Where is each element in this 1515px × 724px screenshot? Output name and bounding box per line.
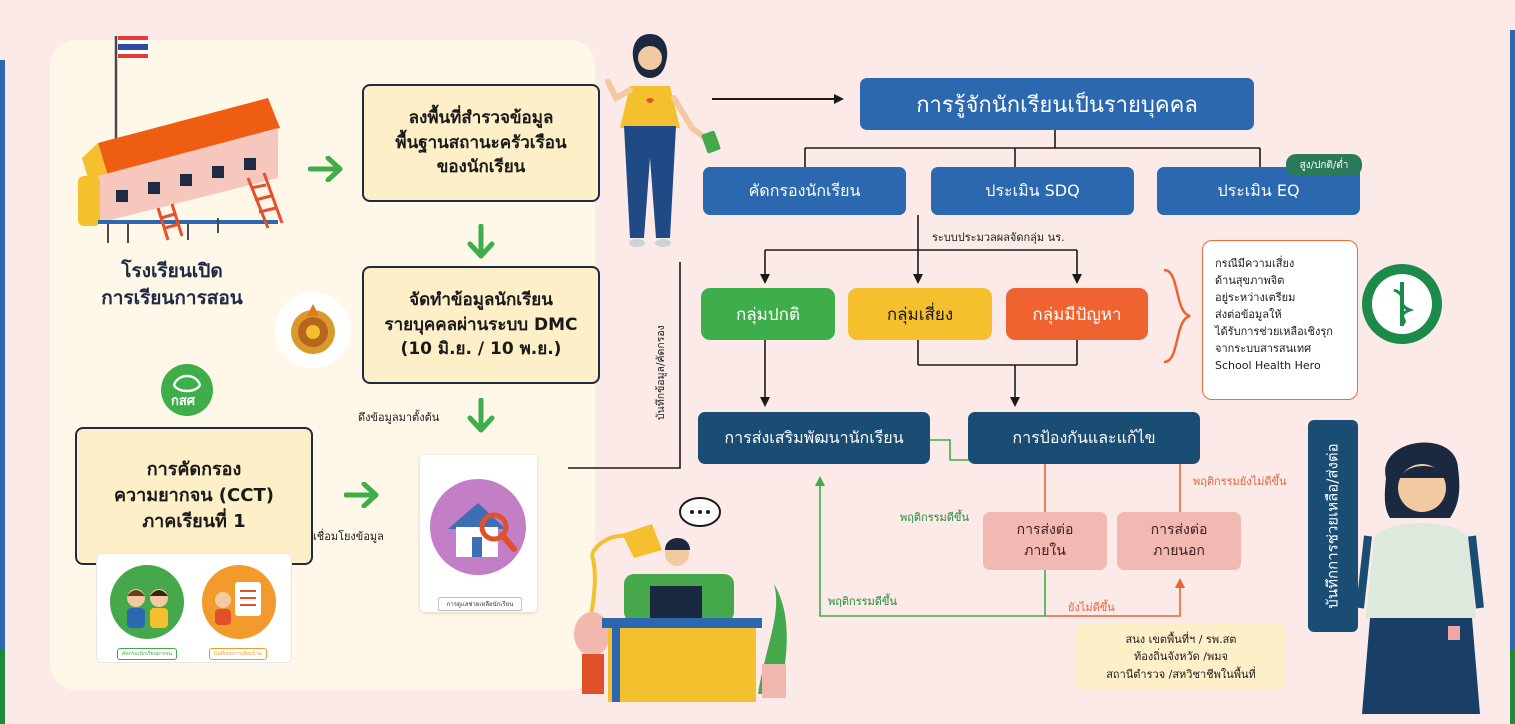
right-brace-icon — [1163, 268, 1191, 364]
teacher-illustration — [605, 34, 721, 247]
eq-box: ประเมิน EQ — [1157, 167, 1360, 215]
improved-label-2: พฤติกรรมดีขึ้น — [828, 595, 897, 608]
promote-box: การส่งเสริมพัฒนานักเรียน — [698, 412, 930, 464]
students-icon — [110, 565, 184, 639]
arrow-down-icon — [467, 224, 495, 259]
screen-box: คัดกรองนักเรียน — [703, 167, 906, 215]
school-title: โรงเรียนเปิด การเรียนการสอน — [101, 260, 243, 309]
not-improved-label: พฤติกรรมยังไม่ดีขึ้น — [1193, 475, 1287, 488]
arrow-right-icon — [344, 482, 379, 508]
house-search-icon — [430, 479, 526, 575]
record-help-text: บันทึกการช่วยเหลือ/ส่งต่อ — [1324, 443, 1343, 609]
gkas-logo-icon — [161, 364, 213, 416]
home-visit-caption: การดูแลช่วยเหลือนักเรียน — [438, 597, 522, 611]
orange-escalate — [1045, 578, 1185, 617]
record-help-bar: บันทึกการช่วยเหลือ/ส่งต่อ — [1308, 420, 1358, 632]
green-loop-bottom — [815, 476, 1046, 617]
cct-right-caption: บันทึกผลการเยี่ยมบ้าน — [209, 648, 267, 660]
obec-emblem-icon — [275, 292, 351, 368]
survey-box: ลงพื้นที่สำรวจข้อมูล พื้นฐานสถานะครัวเรื… — [362, 84, 600, 202]
gkas-logo-text: กสศ — [171, 394, 196, 409]
group-problem: กลุ่มมีปัญหา — [1006, 288, 1148, 340]
arrow-down-icon — [467, 398, 495, 433]
teacher-desk-illustration — [574, 497, 787, 702]
record-line — [568, 262, 681, 469]
risk-note: กรณีมีความเสี่ยง ด้านสุขภาพจิต อยู่ระหว่… — [1202, 240, 1358, 400]
refer-out-box: การส่งต่อ ภายนอก — [1117, 512, 1241, 570]
school-illustration — [78, 36, 284, 243]
right-edge-stripe — [1510, 30, 1515, 650]
prevent-box: การป้องกันและแก้ไข — [968, 412, 1200, 464]
sdq-box: ประเมิน SDQ — [931, 167, 1134, 215]
main-box: การรู้จักนักเรียนเป็นรายบุคคล — [860, 78, 1254, 130]
home-visit-card: การดูแลช่วยเหลือนักเรียน — [420, 455, 537, 612]
moph-emblem-icon — [1362, 264, 1442, 344]
arrow-right-icon — [308, 156, 343, 182]
group-risk: กลุ่มเสี่ยง — [848, 288, 992, 340]
dmc-box: จัดทำข้อมูลนักเรียน รายบุคคลผ่านระบบ DMC… — [362, 266, 600, 384]
record-screen-label: บันทึกข้อมูล/คัดกรอง — [655, 325, 667, 420]
agencies-box: สนง เขตพื้นที่ฯ / รพ.สต ท้องถิ่นจังหวัด … — [1076, 624, 1286, 690]
left-edge-green — [0, 650, 5, 724]
right-edge-green — [1510, 650, 1515, 724]
not-yet-improved-label: ยังไม่ดีขึ้น — [1068, 601, 1115, 614]
refer-in-box: การส่งต่อ ภายใน — [983, 512, 1107, 570]
eq-tag: สูง/ปกติ/ต่ำ — [1286, 154, 1362, 176]
checklist-icon — [202, 565, 276, 639]
cct-left-caption: คัดกรองนักเรียนยากจน — [117, 648, 178, 660]
cct-box: การคัดกรอง ความยากจน (CCT) ภาคเรียนที่ 1 — [75, 427, 313, 565]
link-data-label: เชื่อมโยงข้อมูล — [313, 530, 384, 543]
improved-label-1: พฤติกรรมดีขึ้น — [900, 511, 969, 524]
process-label: ระบบประมวลผลจัดกลุ่ม นร. — [932, 231, 1065, 244]
group-normal: กลุ่มปกติ — [701, 288, 835, 340]
left-edge-stripe — [0, 60, 5, 660]
pull-data-label: ดึงข้อมูลมาตั้งต้น — [358, 411, 440, 424]
student-illustration — [1356, 442, 1484, 714]
cct-app-card: คัดกรองนักเรียนยากจน บันทึกผลการเยี่ยมบ้… — [96, 553, 292, 663]
